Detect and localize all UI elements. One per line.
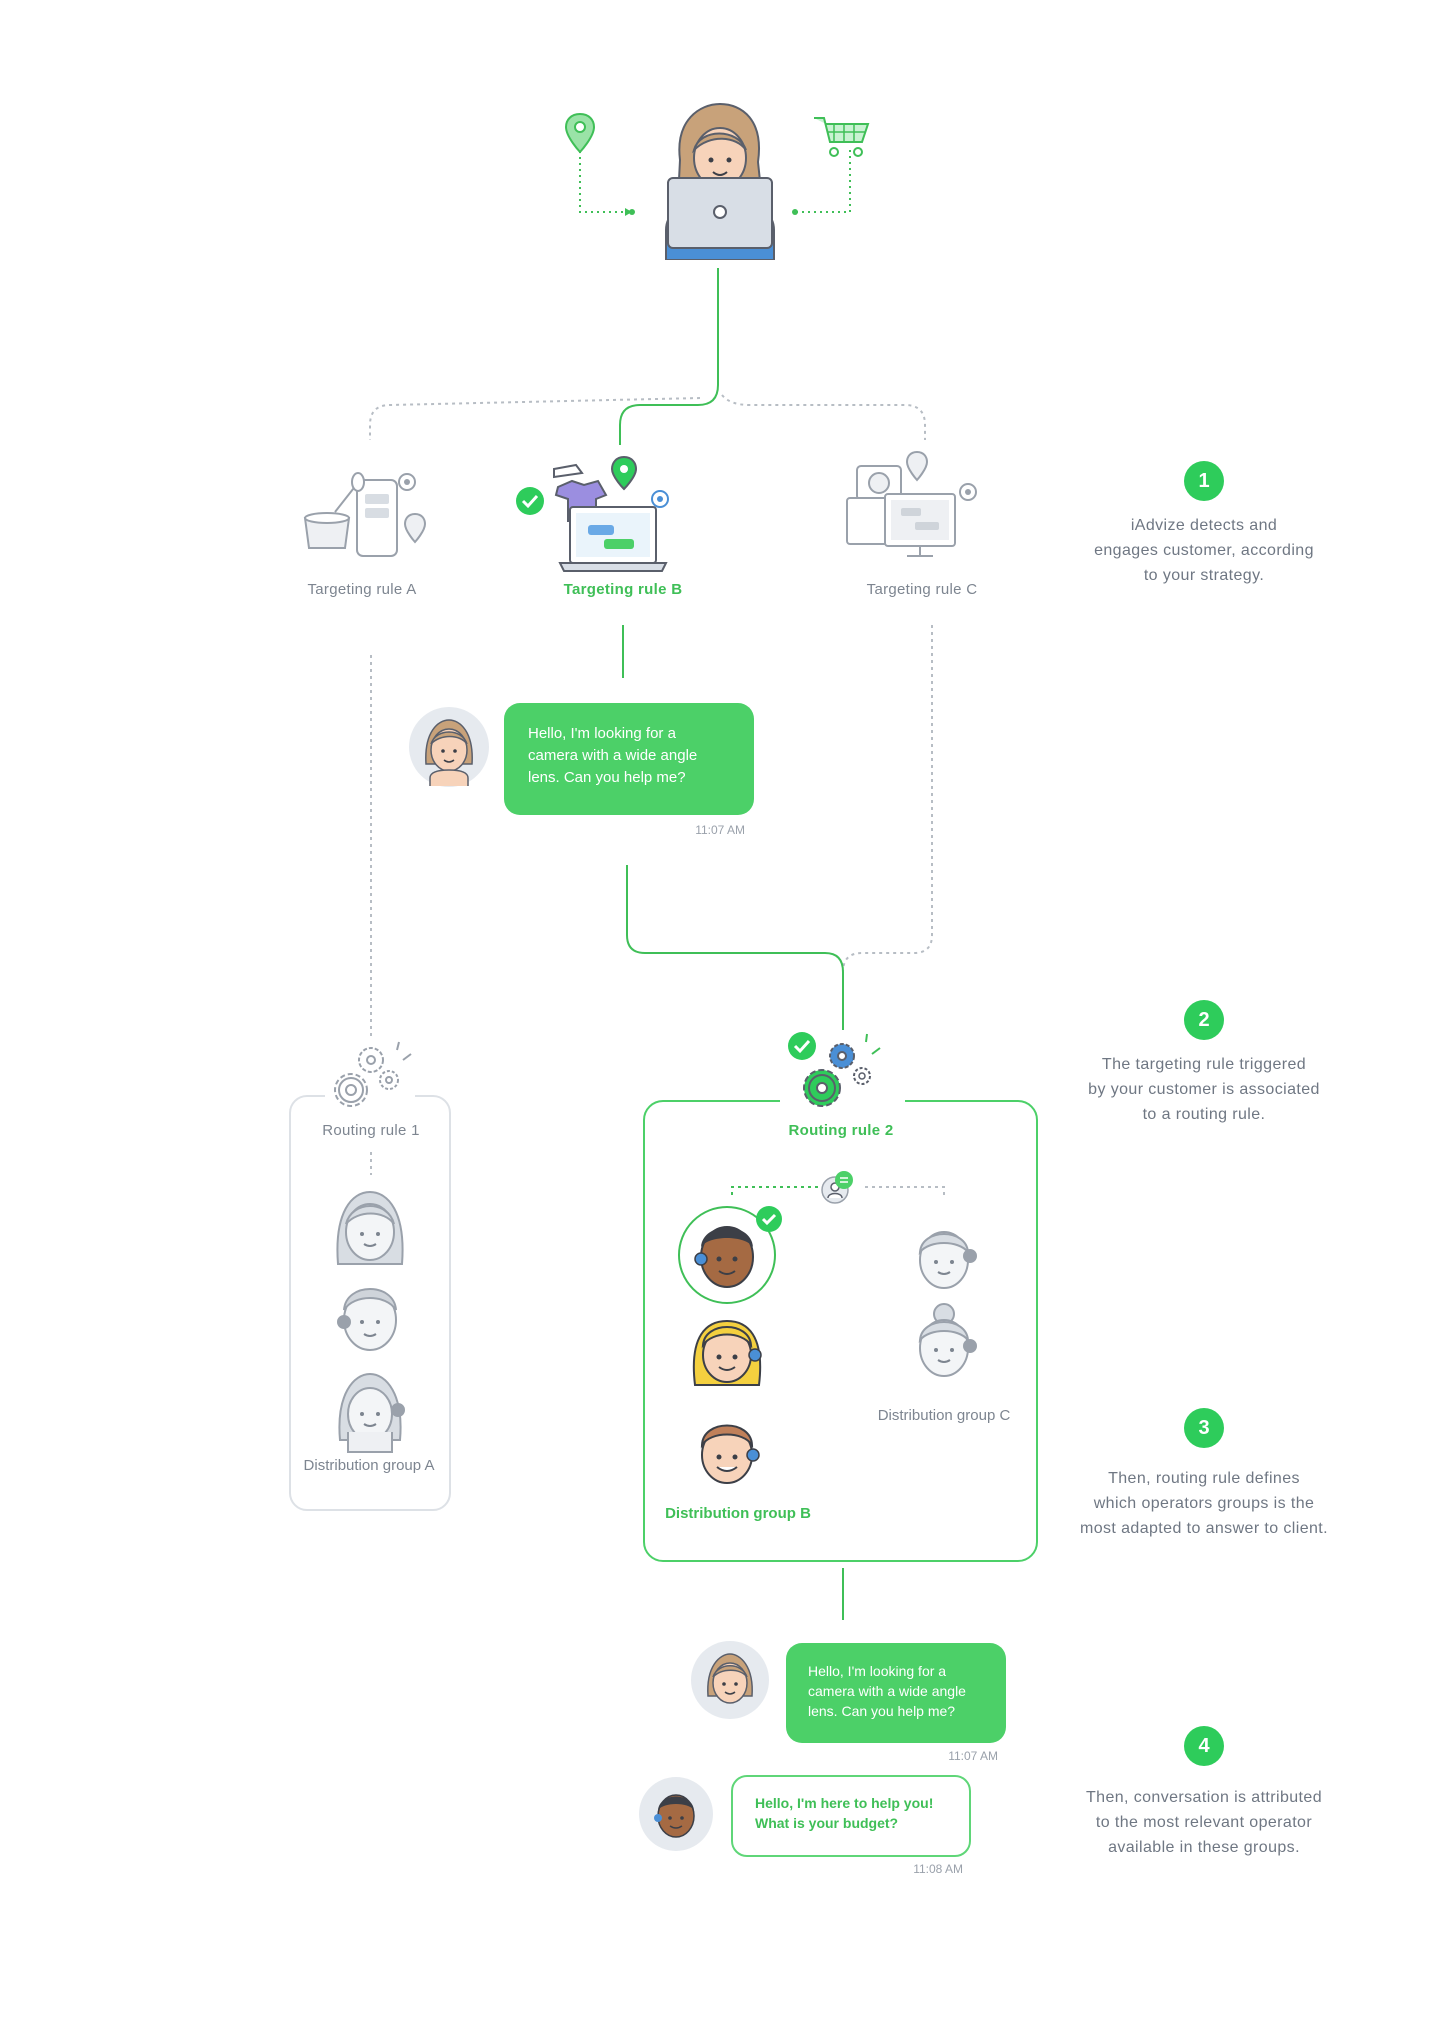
step-line: Then, routing rule defines	[1108, 1470, 1300, 1487]
step-line: to the most relevant operator	[1095, 1814, 1313, 1831]
step-3-badge: 3	[1184, 1408, 1224, 1448]
step-line: by your customer is associated	[1088, 1081, 1320, 1098]
step-line: The targeting rule triggered	[1101, 1056, 1307, 1073]
targeting-rule-a-icon	[303, 472, 427, 557]
step-line: most adapted to answer to client.	[1080, 1520, 1328, 1537]
distribution-group-a-label: Distribution group A	[303, 1457, 435, 1474]
operator-message-bubble: Hello, I'm here to help you! What is you…	[731, 1775, 971, 1857]
step-1-text: iAdvize detects and engages customer, ac…	[1054, 513, 1354, 588]
message-timestamp: 11:07 AM	[948, 1749, 998, 1763]
targeting-rule-a-label: Targeting rule A	[307, 581, 417, 598]
check-icon	[788, 1032, 816, 1060]
map-pin-icon	[564, 112, 596, 154]
shopping-cart-icon	[814, 117, 870, 157]
message-line: Hello, I'm here to help you!	[755, 1795, 934, 1811]
step-line: which operators groups is the	[1093, 1495, 1315, 1512]
message-line: What is your budget?	[755, 1815, 899, 1831]
message-line: camera with a wide angle	[528, 747, 698, 764]
gear-icon	[788, 1032, 881, 1107]
step-1-badge: 1	[1184, 461, 1224, 501]
targeting-rule-b-icon	[516, 455, 669, 572]
gear-icon	[334, 1041, 412, 1107]
message-timestamp: 11:07 AM	[695, 823, 745, 837]
step-3-text: Then, routing rule defines which operato…	[1054, 1466, 1354, 1541]
step-2-text: The targeting rule triggered by your cus…	[1054, 1052, 1354, 1127]
message-line: lens. Can you help me?	[808, 1703, 956, 1719]
step-line: engages customer, according	[1094, 542, 1314, 559]
message-line: Hello, I'm looking for a	[528, 725, 676, 742]
customer-chat-avatar	[409, 707, 489, 787]
message-line: Hello, I'm looking for a	[808, 1663, 947, 1679]
step-line: iAdvize detects and	[1130, 517, 1278, 534]
customer-message-bubble-2: Hello, I'm looking for a camera with a w…	[786, 1643, 1006, 1743]
targeting-rule-c-label: Targeting rule C	[866, 581, 978, 598]
message-line: camera with a wide angle	[808, 1683, 966, 1699]
customer-avatar	[665, 102, 775, 260]
message-timestamp: 11:08 AM	[913, 1862, 963, 1876]
targeting-rule-b-label: Targeting rule B	[563, 581, 683, 598]
step-line: Then, conversation is attributed	[1085, 1789, 1323, 1806]
chat-icon	[821, 1171, 853, 1204]
customer-message-bubble-1: Hello, I'm looking for a camera with a w…	[504, 703, 754, 815]
distribution-group-b-avatars	[678, 1206, 782, 1484]
routing-rule-2-label: Routing rule 2	[788, 1122, 894, 1139]
step-line: to your strategy.	[1143, 567, 1265, 584]
step-line: to a routing rule.	[1142, 1106, 1266, 1123]
message-line: lens. Can you help me?	[528, 769, 686, 786]
targeting-rule-c-icon	[846, 450, 977, 557]
operator-chat-avatar	[639, 1777, 713, 1851]
customer-chat-avatar-2	[691, 1641, 769, 1719]
step-4-text: Then, conversation is attributed to the …	[1054, 1785, 1354, 1860]
distribution-group-b-label: Distribution group B	[665, 1505, 811, 1522]
step-line: available in these groups.	[1108, 1839, 1300, 1856]
step-4-badge: 4	[1184, 1726, 1224, 1766]
distribution-group-c-label: Distribution group C	[877, 1407, 1011, 1424]
distribution-group-a-avatars	[336, 1190, 405, 1453]
step-2-badge: 2	[1184, 1000, 1224, 1040]
distribution-group-c-avatars	[918, 1231, 977, 1377]
routing-rule-1-label: Routing rule 1	[322, 1122, 420, 1139]
